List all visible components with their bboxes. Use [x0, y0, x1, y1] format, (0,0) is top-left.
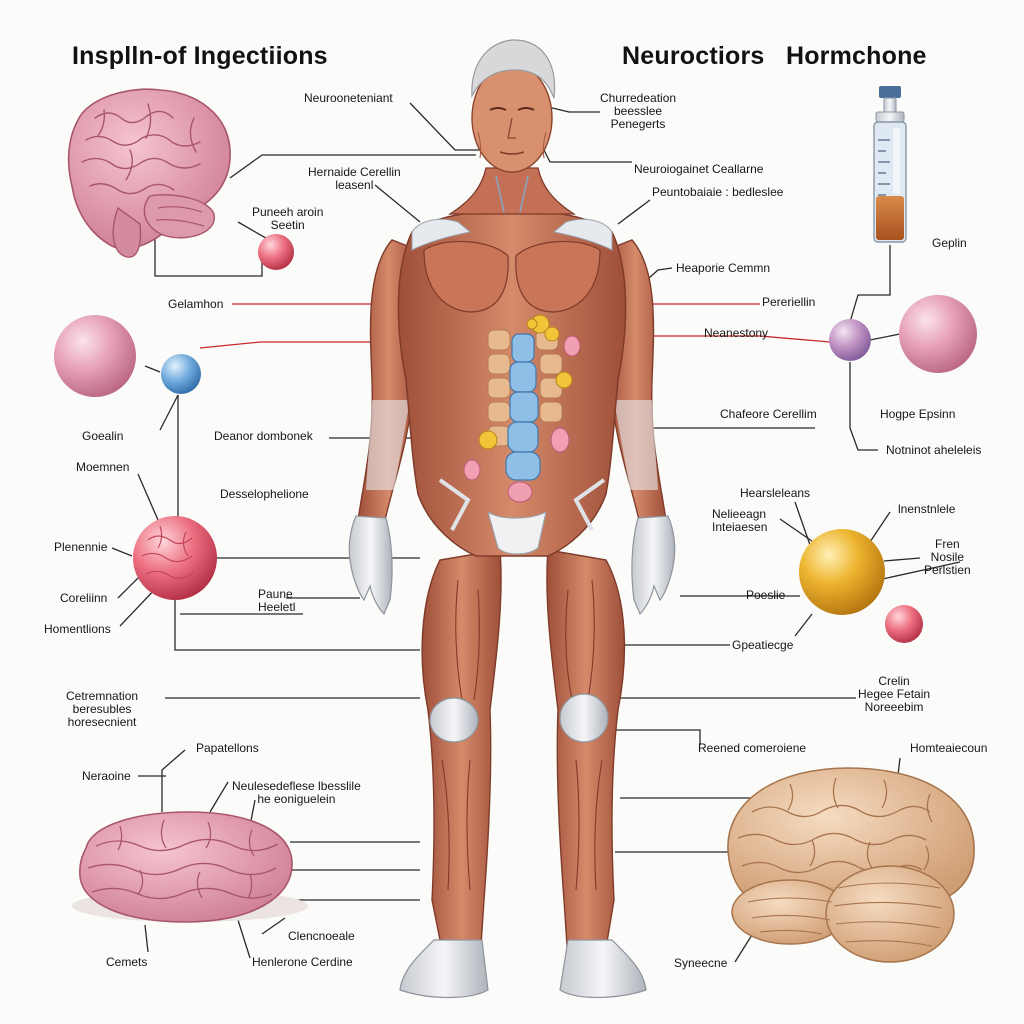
purple-sphere-right [829, 319, 871, 361]
label-neraoine: Neraoine [82, 769, 131, 783]
label-deanor: Deanor dombonek [214, 429, 313, 443]
label-corelin-left: Coreliinn [60, 591, 108, 605]
gold-sphere-right [799, 529, 885, 615]
title-left: Insplln-of Ingectiions [72, 42, 328, 70]
label-goealin: Goealin [82, 429, 124, 443]
label-papatellons: Papatellons [196, 741, 259, 755]
label-homentlions: Homentlions [44, 622, 111, 636]
brain-top-left [67, 88, 231, 258]
label-moemnen: Moemnen [76, 460, 130, 474]
label-henlerone: Henlerone Cerdine [252, 955, 353, 969]
label-lnenstnlele: lnenstnlele [898, 502, 956, 516]
human-figure [348, 39, 676, 999]
label-clenchoeale: Clencnoeale [288, 929, 355, 943]
label-notninot: Notninot aheleleis [886, 443, 982, 457]
vial-icon [873, 86, 907, 243]
brain-bottom-right [727, 767, 975, 963]
label-poeslie: Poeslie [746, 588, 786, 602]
label-reened: Reened comeroiene [698, 741, 807, 755]
label-neanestony: Neanestony [704, 326, 769, 340]
label-pereviellin: Pereriellin [762, 295, 816, 309]
label-descelophe: Desselophelione [220, 487, 309, 501]
label-cemets: Cemets [106, 955, 148, 969]
label-hornteaheoun: Homteaiecoun [910, 741, 988, 755]
red-sphere-small-left [258, 234, 294, 270]
label-chaforre: Chafeore Cerellim [720, 407, 817, 421]
label-peuntobaie: Peuntobaiaie : bedleslee [652, 185, 784, 199]
brain-bottom-left [72, 811, 308, 923]
label-hegpe-epsinn: Hogpe Epsinn [880, 407, 956, 421]
label-gpeatlecge: Gpeatiecge [732, 638, 794, 652]
title-right: Neuroctiors Hormchone [622, 42, 927, 70]
label-hearsleleans: Hearsleleans [740, 486, 811, 500]
label-gepllin: Geplin [932, 236, 967, 250]
label-gelamhon: Gelamhon [168, 297, 224, 311]
red-sphere-small-right [885, 605, 923, 643]
label-neuroiogainet: Neuroiogainet Ceallarne [634, 162, 764, 176]
pink-sphere-left [54, 315, 136, 397]
pink-sphere-right [899, 295, 977, 373]
label-heaporie: Heaporie Cemmn [676, 261, 771, 275]
blue-sphere-left [161, 354, 201, 394]
label-neuro-top: Neurooneteniant [304, 91, 393, 105]
label-plenennie: Plenennie [54, 540, 108, 554]
label-synsecne: Syneecne [674, 956, 728, 970]
red-textured-sphere-left [133, 516, 217, 600]
